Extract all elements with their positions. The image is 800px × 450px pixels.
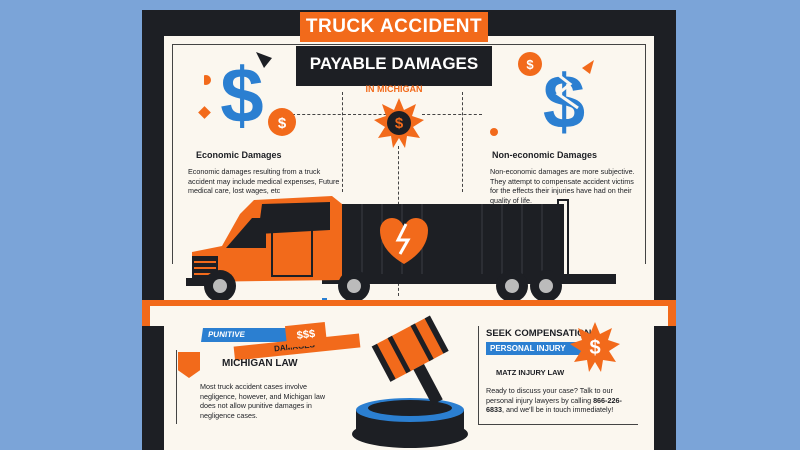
connector-line xyxy=(292,114,412,115)
frame-line xyxy=(172,44,646,45)
seek-text: Ready to discuss your case? Talk to our … xyxy=(486,386,634,415)
economic-dollar-icon: $ $ xyxy=(204,51,296,139)
starburst-dollar-icon: $ xyxy=(570,322,620,372)
non-economic-text: Non-economic damages are more subjective… xyxy=(490,167,635,205)
decor-dot xyxy=(490,128,498,136)
frame-line xyxy=(478,326,479,424)
svg-text:$: $ xyxy=(526,57,534,72)
banner-inner xyxy=(150,306,668,326)
non-economic-dollar-icon: $ $ xyxy=(518,52,594,140)
firm-name: MATZ INJURY LAW xyxy=(496,368,565,377)
personal-injury-tag: PERSONAL INJURY xyxy=(486,342,590,355)
title-banner: TRUCK ACCIDENT xyxy=(300,12,488,42)
seek-text-before: Ready to discuss your case? Talk to our … xyxy=(486,386,613,405)
frame-line xyxy=(172,44,173,264)
connector-line xyxy=(342,92,343,192)
punitive-tag: PUNITIVE xyxy=(201,328,289,342)
frame-line xyxy=(478,424,638,425)
connector-line xyxy=(422,114,482,115)
economic-heading: Economic Damages xyxy=(196,150,282,160)
phone-number: 866-226-6833 xyxy=(486,395,622,415)
svg-text:$: $ xyxy=(220,51,263,139)
truck-illustration xyxy=(186,196,616,307)
svg-text:$: $ xyxy=(589,337,600,359)
seek-text-after: , and we'll be in touch immediately! xyxy=(502,405,614,414)
seek-compensation-heading: SEEK COMPENSATION xyxy=(486,328,592,339)
frame-line xyxy=(176,350,177,424)
connector-line xyxy=(462,92,463,192)
title-subheading: PAYABLE DAMAGES xyxy=(296,46,492,86)
michigan-law-text: Most truck accident cases involve neglig… xyxy=(200,382,326,420)
frame-line xyxy=(645,44,646,264)
gavel-icon xyxy=(352,315,468,448)
economic-text: Economic damages resulting from a truck … xyxy=(188,167,340,195)
michigan-law-heading: MICHIGAN LAW xyxy=(222,358,298,369)
badge-icon xyxy=(178,352,200,378)
infographic-poster: TRUCK ACCIDENT PAYABLE DAMAGES IN MICHIG… xyxy=(142,10,676,450)
svg-text:$: $ xyxy=(395,115,404,132)
svg-text:$: $ xyxy=(278,115,287,132)
sunburst-dollar-icon: $ xyxy=(374,98,424,148)
money-badge: $$$ xyxy=(284,321,328,349)
non-economic-heading: Non-economic Damages xyxy=(492,150,598,160)
title-location: IN MICHIGAN xyxy=(365,84,423,94)
